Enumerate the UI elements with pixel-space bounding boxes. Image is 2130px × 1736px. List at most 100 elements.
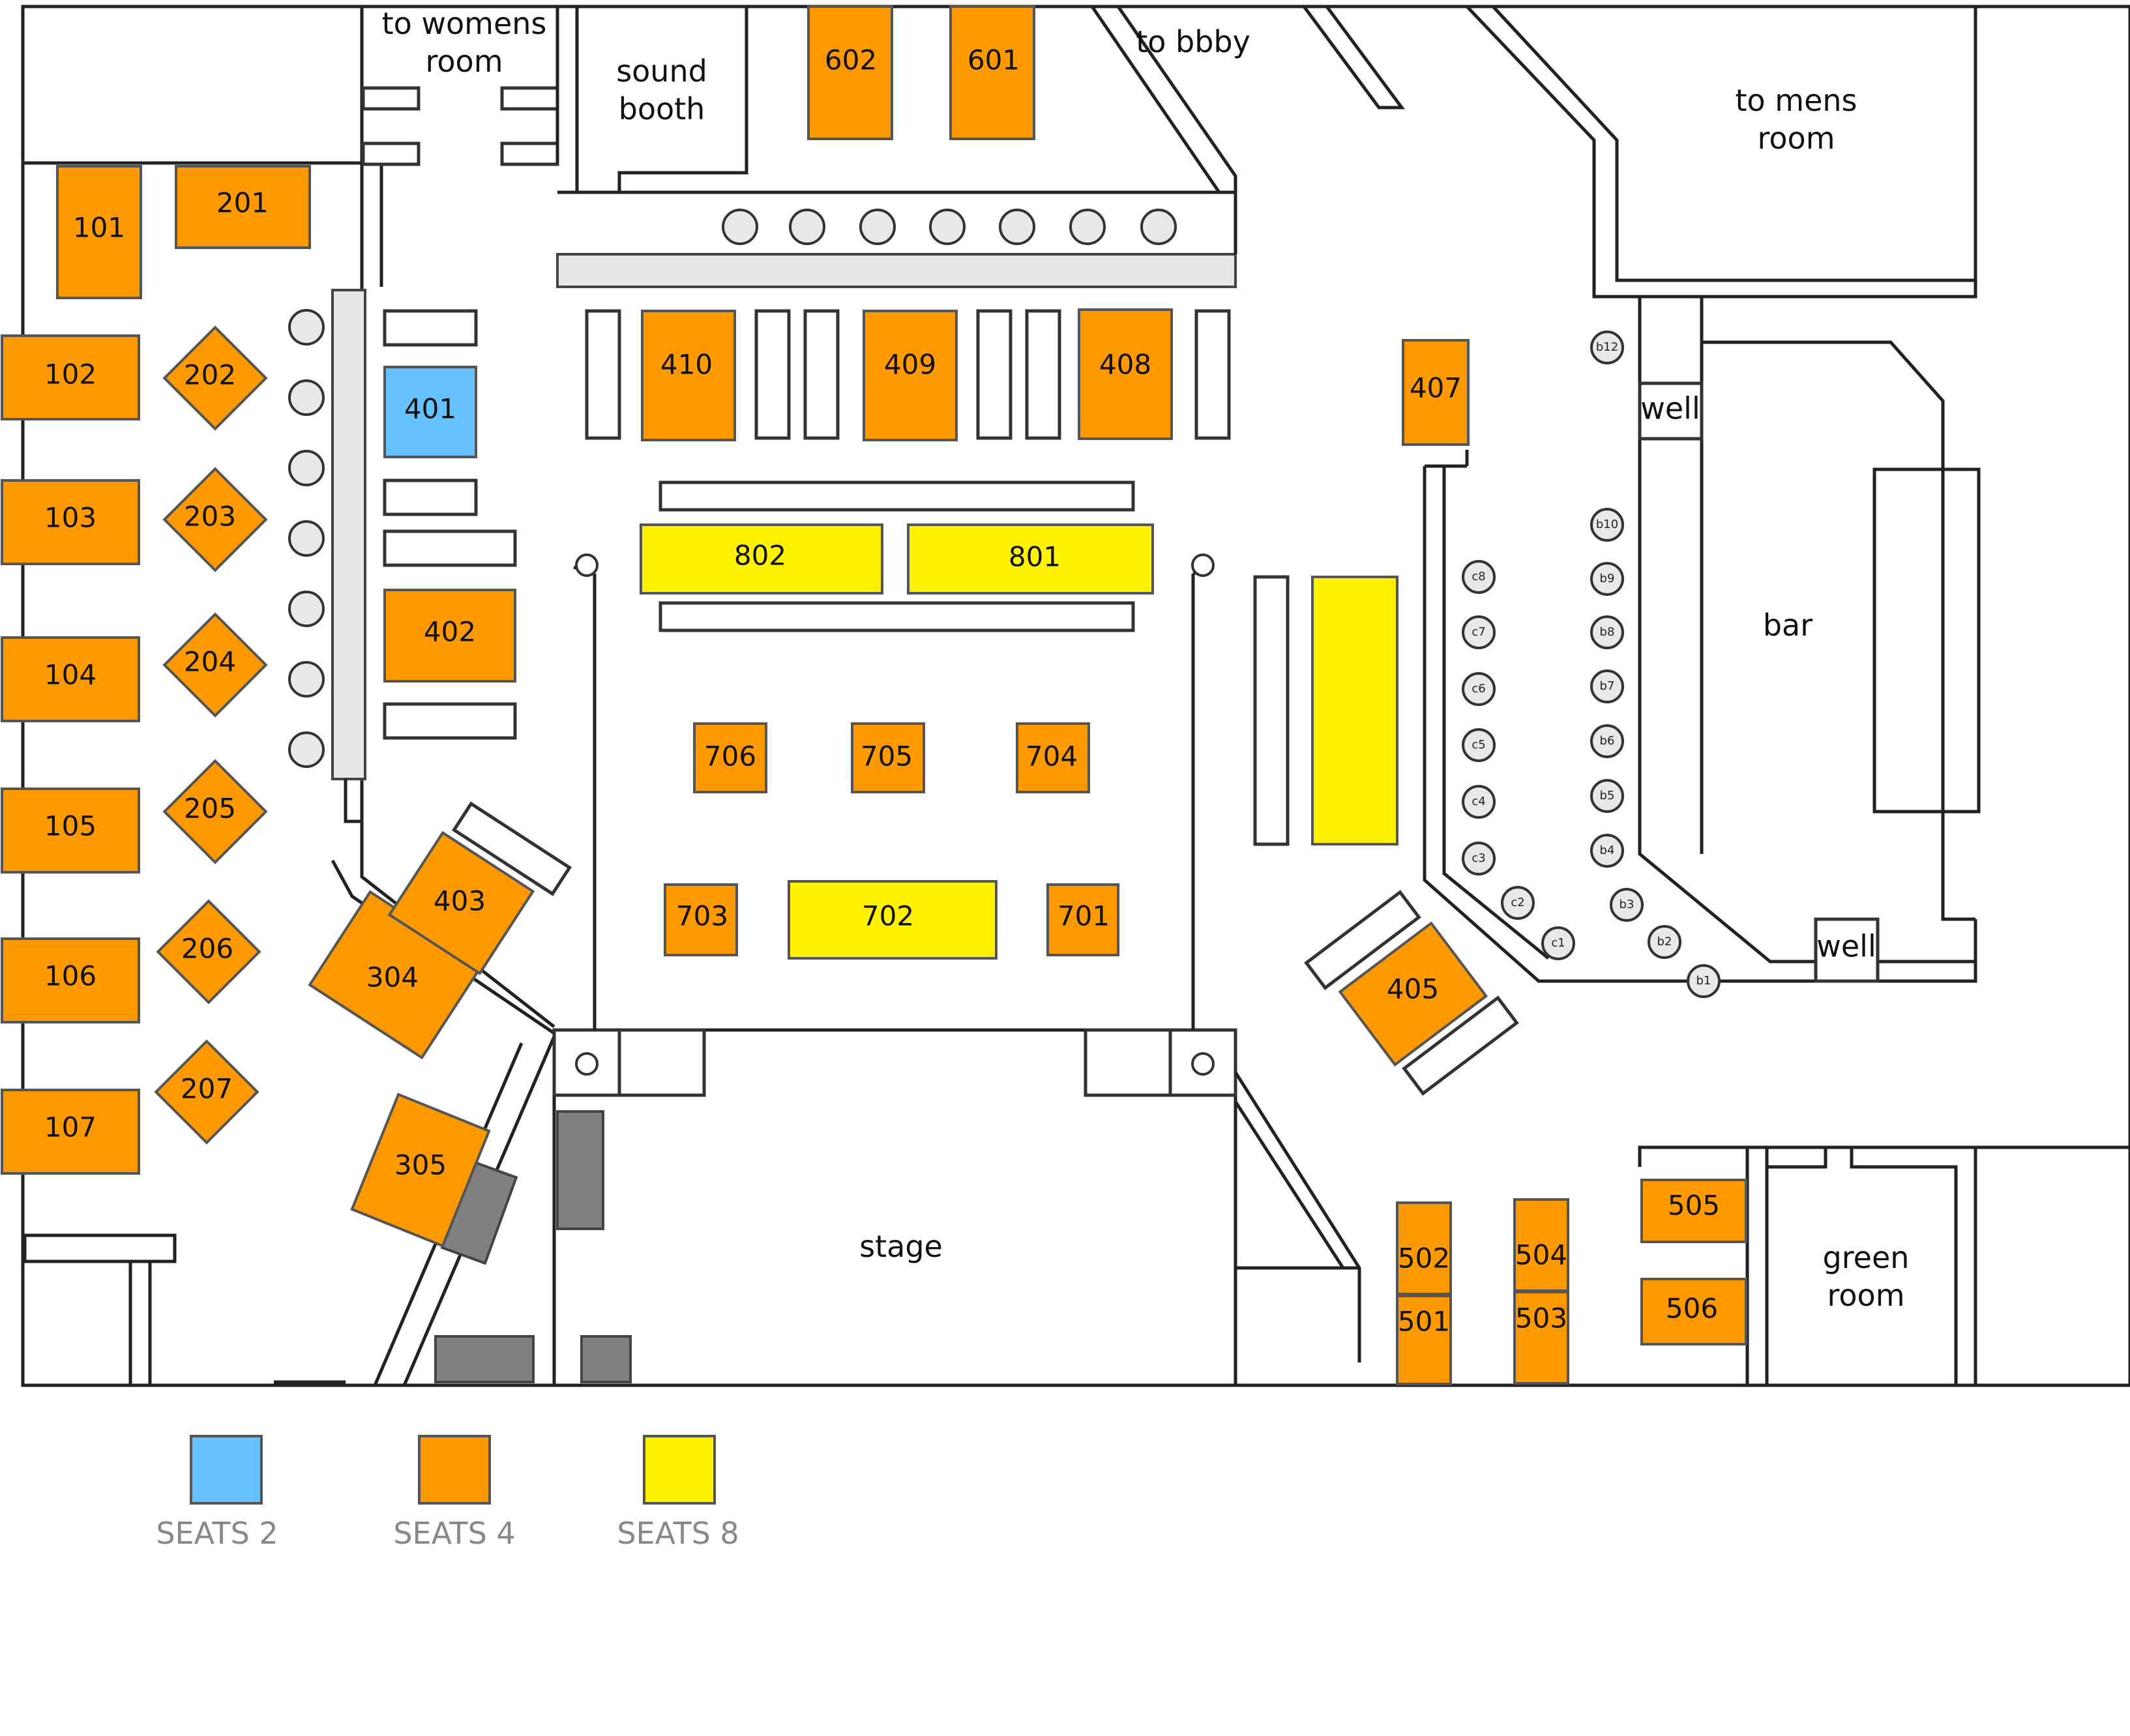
table-706[interactable]: 706 [693,722,767,793]
bar-stool-c2[interactable]: c2 [1501,886,1535,920]
table-101[interactable]: 101 [56,165,142,299]
svg-text:305: 305 [394,1149,447,1181]
table-403[interactable]: 403 [387,831,535,975]
table-407[interactable]: 407 [1402,339,1470,446]
svg-text:207: 207 [181,1073,233,1105]
table-304[interactable]: 304 [308,890,484,1060]
svg-text:408: 408 [1099,349,1151,381]
svg-text:b5: b5 [1600,789,1615,802]
svg-text:b2: b2 [1657,935,1672,949]
table-203[interactable]: 203 [162,467,268,572]
svg-text:SEATS 4: SEATS 4 [393,1516,515,1551]
svg-text:101: 101 [73,212,125,244]
bar-stool-b9[interactable]: b9 [1590,562,1624,596]
table-102[interactable]: 102 [1,334,140,420]
table-103[interactable]: 103 [1,479,140,565]
svg-text:b9: b9 [1600,572,1615,585]
svg-text:409: 409 [884,349,936,381]
bar-stool-b8[interactable]: b8 [1590,615,1624,649]
table-204[interactable]: 204 [162,612,268,718]
svg-text:702: 702 [862,900,914,932]
table-207[interactable]: 207 [154,1039,259,1145]
table-802[interactable]: 802 [640,523,883,595]
stools [288,209,1177,768]
svg-text:103: 103 [44,502,96,534]
svg-text:well: well [1816,929,1876,964]
table-yellow-unlabeled[interactable] [1311,576,1398,846]
table-106[interactable]: 106 [1,937,140,1023]
bar-stool-b7[interactable]: b7 [1590,669,1624,703]
table-704[interactable]: 704 [1016,722,1090,793]
table-505[interactable]: 505 [1640,1179,1747,1243]
bar-stool-b6[interactable]: b6 [1590,724,1624,758]
svg-text:c7: c7 [1472,625,1485,639]
bar-stool-b4[interactable]: b4 [1590,834,1624,868]
svg-text:206: 206 [181,933,233,965]
green-room-label: green [1823,1240,1910,1275]
table-705[interactable]: 705 [851,722,925,793]
to-womens-room-label-2: room [426,44,503,79]
table-401[interactable]: 401 [383,366,477,458]
table-502[interactable]: 502 [1396,1201,1452,1295]
table-504[interactable]: 504 [1513,1198,1569,1292]
svg-text:801: 801 [1009,541,1061,573]
table-409[interactable]: 409 [863,310,958,441]
sound-booth-label-2: booth [619,91,705,126]
svg-text:204: 204 [184,646,236,678]
svg-text:703: 703 [676,900,728,932]
svg-text:c8: c8 [1472,570,1485,583]
svg-text:c1: c1 [1551,936,1565,950]
svg-text:304: 304 [366,962,419,993]
bar-stool-c7[interactable]: c7 [1462,615,1496,649]
bar-stool-c1[interactable]: c1 [1541,926,1575,960]
svg-text:405: 405 [1387,973,1439,1005]
to-womens-room-label: to womens [382,6,547,41]
table-305[interactable]: 305 [350,1093,491,1248]
svg-text:107: 107 [44,1111,96,1143]
svg-text:b12: b12 [1596,340,1618,354]
table-602[interactable]: 602 [807,5,893,140]
table-201[interactable]: 201 [175,165,311,249]
table-506[interactable]: 506 [1640,1278,1747,1346]
table-405[interactable]: 405 [1338,921,1488,1067]
bar-stool-c5[interactable]: c5 [1462,728,1496,762]
table-601[interactable]: 601 [949,5,1035,140]
bar-stool-b2[interactable]: b2 [1648,925,1681,959]
bar-stool-b3[interactable]: b3 [1610,888,1644,922]
table-105[interactable]: 105 [1,787,140,874]
svg-text:SEATS 8: SEATS 8 [617,1516,739,1551]
svg-text:105: 105 [44,810,96,842]
bar-stool-c8[interactable]: c8 [1462,560,1496,594]
table-205[interactable]: 205 [162,759,268,864]
bar-stool-c3[interactable]: c3 [1462,842,1496,875]
well-bottom: well [1814,917,1880,983]
table-202[interactable]: 202 [162,325,268,431]
table-801[interactable]: 801 [907,523,1154,595]
table-501[interactable]: 501 [1396,1295,1452,1385]
bar-stool-c6[interactable]: c6 [1462,672,1496,706]
tables: 101 102 103 104 105 106 107 201 202 203 … [1,5,1747,1385]
table-701[interactable]: 701 [1046,883,1119,956]
bar-stool-c4[interactable]: c4 [1462,785,1496,819]
bar-stool-b5[interactable]: b5 [1590,779,1624,813]
stage-label: stage [859,1229,943,1264]
svg-text:b4: b4 [1600,844,1615,857]
table-408[interactable]: 408 [1078,308,1173,440]
legend-seats-2: SEATS 2 [156,1435,278,1551]
bar-stool-b1[interactable]: b1 [1687,964,1721,998]
svg-text:407: 407 [1410,372,1462,404]
svg-text:501: 501 [1398,1306,1450,1338]
table-703[interactable]: 703 [664,883,738,956]
table-104[interactable]: 104 [1,636,140,722]
bar-stool-b12[interactable]: b12 [1590,331,1624,364]
table-107[interactable]: 107 [1,1089,140,1175]
table-702[interactable]: 702 [788,880,998,960]
legend-seats-8: SEATS 8 [617,1435,739,1551]
bar-stool-b10[interactable]: b10 [1590,508,1624,542]
table-206[interactable]: 206 [156,899,261,1005]
table-503[interactable]: 503 [1513,1291,1569,1385]
table-402[interactable]: 402 [383,589,516,683]
table-410[interactable]: 410 [641,310,736,441]
svg-text:201: 201 [216,187,269,219]
green-room-label-2: room [1827,1278,1905,1313]
